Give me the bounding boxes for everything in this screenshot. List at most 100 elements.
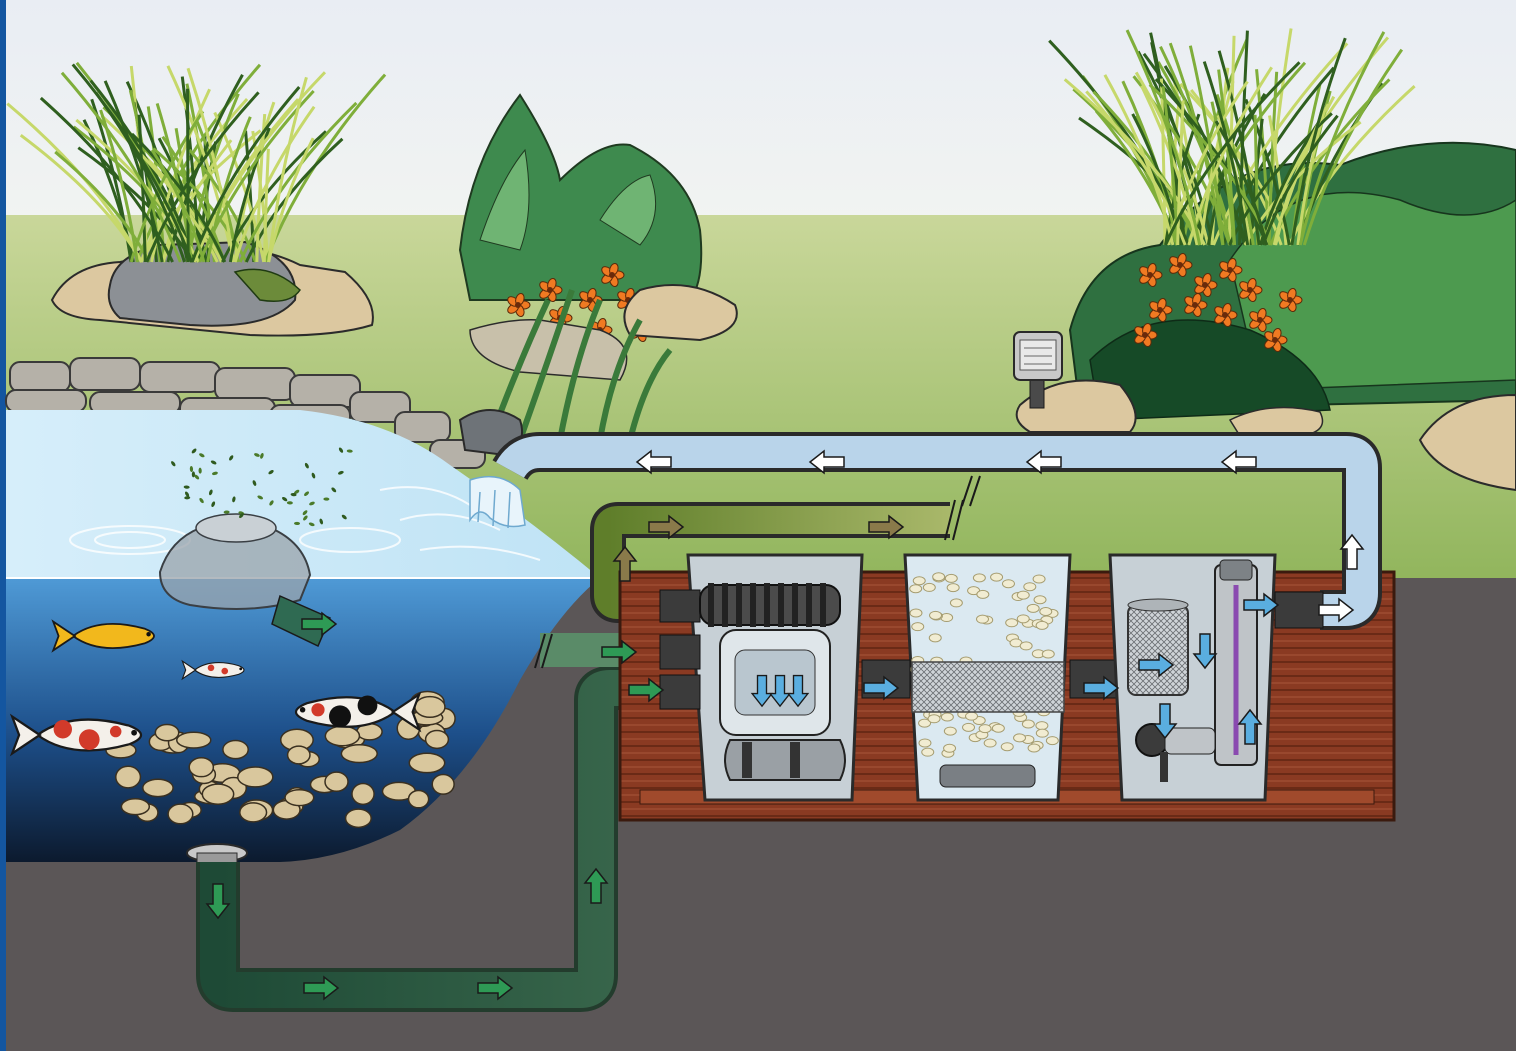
grass-blade xyxy=(1176,100,1185,246)
grass-blade xyxy=(103,80,164,263)
orange-flowers-right xyxy=(1134,252,1303,353)
leaf-debris xyxy=(260,452,264,459)
pipe-break-mark xyxy=(944,499,964,541)
grass-blade xyxy=(1190,88,1283,246)
bio-media xyxy=(909,584,923,594)
bio-media xyxy=(1032,574,1046,584)
leaf-debris xyxy=(254,453,260,457)
edge-bar xyxy=(0,0,6,1051)
leaf-debris xyxy=(323,497,330,501)
gravel-stone xyxy=(431,773,455,795)
gravel-stone xyxy=(239,802,268,823)
grass-blade xyxy=(1290,37,1347,246)
flow-arrow-icon xyxy=(750,674,774,708)
bio-media xyxy=(1035,728,1049,738)
flower xyxy=(601,262,625,288)
edge-stone xyxy=(5,389,87,413)
pond-gravel xyxy=(105,690,456,829)
grass-blade xyxy=(1261,114,1339,246)
grass-blade xyxy=(145,91,260,263)
bio-media xyxy=(1019,641,1033,651)
gravel-stone xyxy=(407,789,430,809)
gravel-stone xyxy=(344,808,372,829)
leaf-debris xyxy=(331,487,337,493)
leaf-debris xyxy=(294,521,301,526)
leaf-debris xyxy=(338,470,344,475)
grass-blade xyxy=(1238,30,1249,246)
leaf-debris xyxy=(208,489,213,496)
flow-arrow-icon xyxy=(1237,708,1263,745)
flow-arrow-icon xyxy=(601,639,638,665)
gravel-stone xyxy=(284,788,315,807)
grass-blade xyxy=(77,146,195,263)
grass-blade xyxy=(186,67,235,263)
koi-fish-icon xyxy=(181,659,245,681)
fine-filter-cartridge xyxy=(1127,604,1189,696)
bio-media xyxy=(972,573,986,583)
flow-arrow-icon xyxy=(583,867,609,904)
leaf-debris xyxy=(212,471,218,476)
leaf-debris xyxy=(346,449,353,453)
flow-arrow-icon xyxy=(205,883,231,920)
grass-blade xyxy=(1268,115,1288,246)
leaf-debris xyxy=(194,474,200,480)
edge-stone xyxy=(69,357,141,391)
bio-media xyxy=(1016,590,1030,600)
leaf-debris xyxy=(191,471,196,478)
gravel-stone xyxy=(414,695,446,719)
air-diffuser xyxy=(939,764,1036,788)
bio-media xyxy=(1033,595,1047,605)
bio-media xyxy=(1016,614,1030,624)
edge-stone xyxy=(394,411,451,443)
leaf-debris xyxy=(304,462,309,469)
bio-media xyxy=(978,724,992,734)
grass-blade xyxy=(238,101,358,263)
leaf-debris xyxy=(341,514,347,520)
leaf-debris xyxy=(252,480,257,486)
bio-media xyxy=(1026,603,1040,613)
flow-arrow-icon xyxy=(1138,652,1175,678)
rocks-right xyxy=(1015,379,1516,492)
return-pipe xyxy=(496,436,1378,626)
grass-blade xyxy=(166,65,235,263)
leaf-debris xyxy=(184,496,191,500)
leaf-debris xyxy=(189,466,194,473)
leaf-debris xyxy=(257,495,264,500)
leaf-debris xyxy=(268,470,274,475)
leaf-debris xyxy=(282,496,288,502)
rock-garden-left xyxy=(50,240,374,337)
koi-fish-icon xyxy=(9,713,143,757)
leaf-debris xyxy=(290,492,297,497)
leaf-debris xyxy=(210,460,217,465)
pump-chamber xyxy=(1108,553,1324,802)
flower xyxy=(1219,257,1243,283)
grass-blade xyxy=(1164,61,1301,246)
grass-blade xyxy=(186,88,190,263)
flower xyxy=(539,277,563,303)
flow-arrow-icon xyxy=(1152,703,1178,740)
pond-surface xyxy=(6,410,600,578)
grass-blade xyxy=(1140,85,1199,246)
flower xyxy=(1139,262,1163,288)
bio-media xyxy=(946,583,960,593)
grass-blade xyxy=(94,91,186,263)
flower xyxy=(1184,292,1208,318)
shrub-center xyxy=(458,93,703,301)
grass-blade xyxy=(262,148,270,263)
gravel-stone xyxy=(142,778,174,798)
bio-media xyxy=(921,747,935,757)
grass-blade xyxy=(267,76,308,263)
flow-arrow-icon xyxy=(648,514,685,540)
bio-media xyxy=(928,633,942,643)
gravel-stone xyxy=(324,771,349,793)
biological-filter-chamber xyxy=(903,553,1072,802)
grass-blade xyxy=(1188,45,1225,246)
flow-arrow-icon xyxy=(768,674,792,708)
gravel-stone xyxy=(286,745,311,765)
grass-blade xyxy=(137,114,147,263)
ornamental-grass-right xyxy=(1048,28,1416,246)
bio-media xyxy=(1045,736,1059,746)
bio-media xyxy=(929,610,943,620)
grass-blade xyxy=(54,150,151,263)
